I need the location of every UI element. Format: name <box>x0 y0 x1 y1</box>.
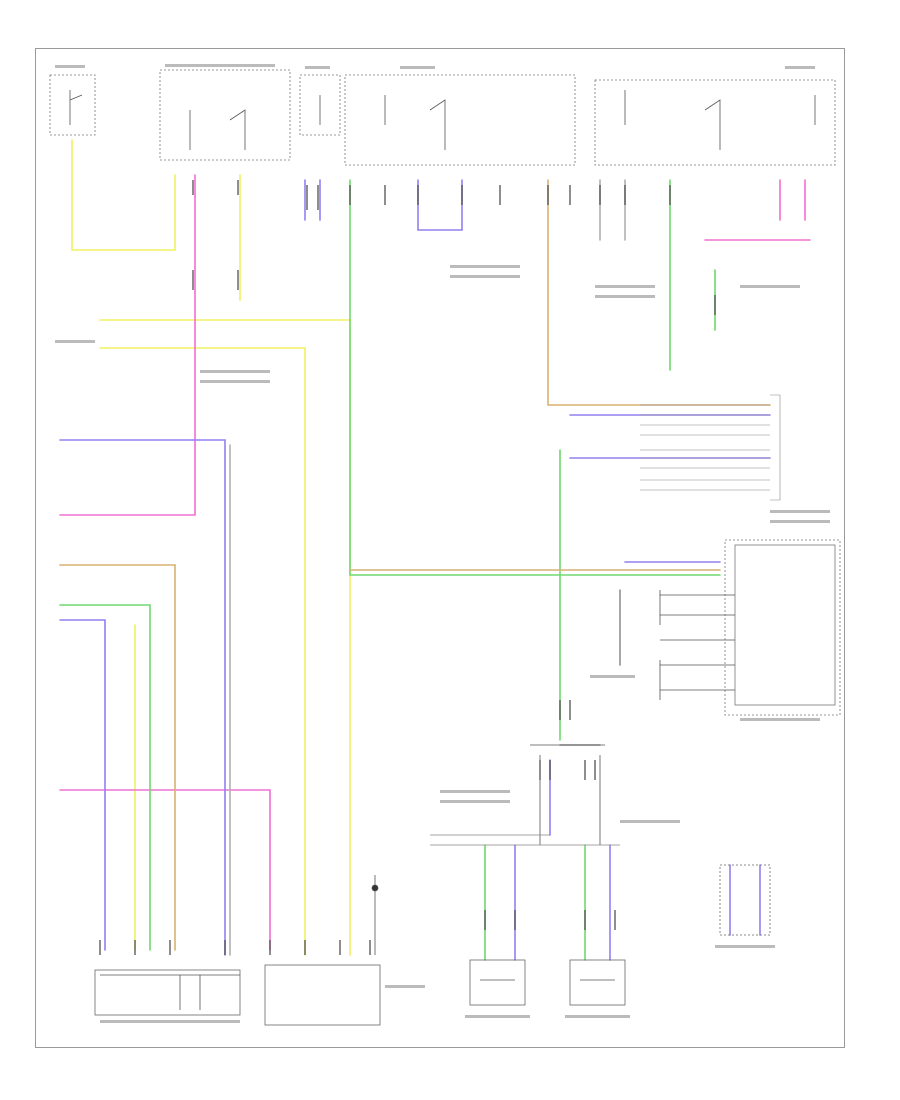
label-mark <box>200 380 270 383</box>
label-mark <box>740 285 800 288</box>
label-mark <box>770 520 830 523</box>
label-mark <box>55 65 85 68</box>
diagram-frame <box>35 48 845 1048</box>
switch-symbols <box>69 90 816 150</box>
label-mark <box>770 510 830 513</box>
relay-box-4 <box>594 79 836 166</box>
wire-yellow <box>71 139 176 251</box>
label-mark <box>595 295 655 298</box>
bottom-module-b <box>569 959 626 1006</box>
top-relay-boxes <box>49 69 836 166</box>
control-module-box <box>734 544 836 706</box>
label-mark <box>100 1020 240 1023</box>
switch-symbol <box>69 90 83 125</box>
wire-pink <box>59 789 271 951</box>
splice-lines <box>430 834 620 846</box>
label-mark <box>715 945 775 948</box>
label-mark <box>165 64 275 67</box>
wire-green <box>484 844 586 961</box>
wire-orange <box>547 179 771 406</box>
control-module <box>659 539 841 716</box>
splice-network <box>371 744 620 955</box>
wire-green <box>59 604 151 951</box>
control-module-outline <box>724 539 841 716</box>
wire-pink <box>779 179 806 221</box>
label-mark <box>620 820 680 823</box>
label-mark <box>440 790 510 793</box>
label-mark <box>785 66 815 69</box>
label-mark <box>595 285 655 288</box>
connector-stubs <box>99 180 716 955</box>
bottom-module-a <box>469 959 526 1006</box>
label-placeholders <box>55 64 830 1023</box>
wire-violet <box>729 864 761 936</box>
label-mark <box>440 800 510 803</box>
bottom-modules <box>94 864 771 1026</box>
wire-violet <box>417 179 463 231</box>
wires <box>59 139 811 961</box>
relay-box-3 <box>344 74 576 166</box>
bottom-module-inner <box>100 974 240 1010</box>
label-mark <box>400 66 435 69</box>
wire-pink <box>59 174 196 516</box>
wire-green <box>349 179 721 576</box>
label-mark <box>465 1015 530 1018</box>
label-mark <box>55 340 95 343</box>
switch-symbol <box>624 90 721 150</box>
module-pin-lines <box>660 594 735 691</box>
fuse-box-1 <box>299 74 341 136</box>
label-mark <box>565 1015 630 1018</box>
ground-symbol <box>371 884 379 892</box>
connector-pin-lines <box>640 394 781 501</box>
label-mark <box>590 675 635 678</box>
wire-gray <box>599 179 626 241</box>
right-bottom-component <box>719 864 771 936</box>
splice-lines <box>530 744 605 845</box>
switch-symbol <box>189 109 246 150</box>
relay-box-1 <box>49 74 96 136</box>
wire-violet <box>59 439 226 956</box>
bottom-module-left <box>94 969 241 1016</box>
wire-violet <box>304 179 321 221</box>
bottom-module-center <box>264 964 381 1026</box>
wire-violet <box>514 759 551 961</box>
label-mark <box>450 265 520 268</box>
label-mark <box>450 275 520 278</box>
label-mark <box>740 718 820 721</box>
label-mark <box>385 985 425 988</box>
wire-yellow <box>99 347 306 956</box>
wire-orange <box>59 564 176 951</box>
relay-box-2 <box>159 69 291 161</box>
wire-violet <box>59 619 106 951</box>
switch-symbol <box>384 95 446 150</box>
label-mark <box>200 370 270 373</box>
label-mark <box>305 66 330 69</box>
